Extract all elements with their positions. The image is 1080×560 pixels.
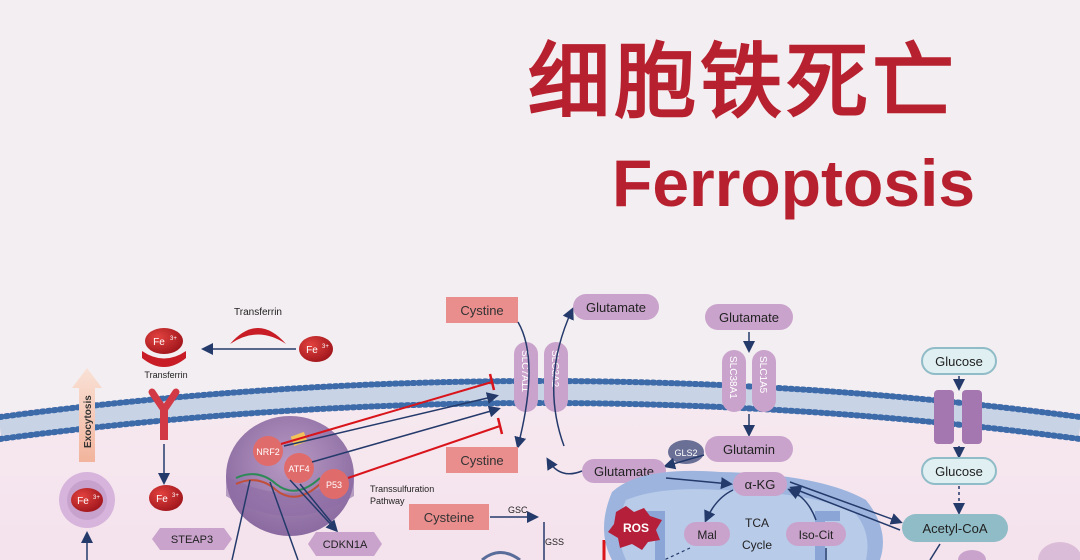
svg-text:SLC1A5: SLC1A5: [757, 356, 768, 394]
exocytosis-arrow: Exocytosis: [72, 368, 102, 462]
transferrin-top-label: Transferrin: [234, 307, 282, 318]
svg-text:Mal: Mal: [697, 528, 716, 542]
svg-text:ATF4: ATF4: [288, 464, 309, 474]
nrf2-node: NRF2: [253, 436, 283, 466]
svg-text:TCA: TCA: [745, 516, 769, 530]
svg-text:ROS: ROS: [623, 521, 649, 535]
akg-box: α-KG: [733, 472, 787, 496]
svg-text:3+: 3+: [170, 336, 177, 342]
gss-label: GSS: [545, 537, 564, 547]
svg-text:α-KG: α-KG: [745, 477, 776, 492]
mal-box: Mal: [684, 522, 730, 546]
svg-text:Cycle: Cycle: [742, 538, 772, 552]
fe3-ion-cytosol: Fe 3+: [149, 485, 183, 511]
cystine-extracellular: Cystine: [446, 297, 518, 323]
svg-text:NRF2: NRF2: [256, 447, 280, 457]
svg-text:3+: 3+: [93, 495, 100, 501]
steap3-box: STEAP3: [152, 528, 232, 550]
cysteine-box: Cysteine: [409, 504, 489, 530]
title-chinese: 细胞铁死亡: [528, 35, 959, 130]
transferrin-receptor-label: Transferrin: [144, 370, 187, 380]
svg-text:Exocytosis: Exocytosis: [83, 395, 94, 448]
svg-text:Fe: Fe: [77, 496, 89, 507]
svg-text:STEAP3: STEAP3: [171, 534, 213, 546]
svg-text:Fe: Fe: [153, 337, 165, 348]
svg-text:Glucose: Glucose: [935, 464, 983, 479]
svg-text:Glutamin: Glutamin: [723, 442, 775, 457]
glucose-transporter: [934, 390, 982, 444]
glutamate-extracellular: Glutamate: [573, 294, 659, 320]
svg-text:Glutamate: Glutamate: [594, 464, 654, 479]
svg-text:Pathway: Pathway: [370, 496, 405, 506]
svg-text:P53: P53: [326, 480, 342, 490]
glutamin-box: Glutamin: [705, 436, 793, 462]
svg-text:Glucose: Glucose: [935, 354, 983, 369]
slc3a2-transporter: SLC3A2: [544, 342, 568, 412]
tca-cycle-label: TCA Cycle: [742, 516, 772, 552]
transferrin-fe3-complex: Fe 3+ Transferrin: [142, 328, 188, 380]
isocit-box: Iso-Cit: [786, 522, 846, 546]
iron-vesicle: Fe 3+: [59, 472, 115, 528]
svg-text:Iso-Cit: Iso-Cit: [799, 528, 834, 542]
svg-text:SLC7A11: SLC7A11: [519, 350, 530, 393]
slc38a1-transporter: SLC38A1: [722, 350, 746, 412]
transsulfuration-label: Transsulfuration Pathway: [370, 484, 434, 506]
cystine-intracellular: Cystine: [446, 447, 518, 473]
svg-text:GLS2: GLS2: [674, 448, 697, 458]
transferrin-top: Transferrin: [230, 307, 286, 344]
svg-text:3+: 3+: [172, 493, 179, 499]
svg-text:SLC38A1: SLC38A1: [727, 356, 738, 399]
title-english: Ferroptosis: [612, 146, 976, 220]
svg-text:CDKN1A: CDKN1A: [323, 539, 368, 551]
glucose-intracellular: Glucose: [921, 457, 997, 485]
slc1a5-transporter: SLC1A5: [752, 350, 776, 412]
gsc-label: GSC: [508, 505, 528, 515]
svg-text:Cystine: Cystine: [460, 303, 503, 318]
acetyl-coa-box: Acetyl-CoA: [902, 514, 1008, 542]
svg-text:Cystine: Cystine: [460, 453, 503, 468]
cdkn1a-box: CDKN1A: [308, 532, 382, 556]
slc7a11-transporter: SLC7A11: [514, 342, 538, 412]
glucose-extracellular: Glucose: [921, 347, 997, 375]
svg-text:Fe: Fe: [156, 494, 168, 505]
transferrin-receptor: [148, 388, 180, 440]
svg-text:Glutamate: Glutamate: [586, 300, 646, 315]
svg-text:Transsulfuration: Transsulfuration: [370, 484, 434, 494]
fe3-ion-extracellular: Fe 3+: [299, 336, 333, 362]
p53-node: P53: [319, 469, 349, 499]
svg-text:Acetyl-CoA: Acetyl-CoA: [922, 521, 987, 536]
svg-text:Cysteine: Cysteine: [424, 510, 475, 525]
atf4-node: ATF4: [284, 453, 314, 483]
ros-burst: ROS: [608, 506, 662, 550]
svg-text:Fe: Fe: [306, 345, 318, 356]
svg-text:Glutamate: Glutamate: [719, 310, 779, 325]
glutamate-right-extracellular: Glutamate: [705, 304, 793, 330]
svg-text:3+: 3+: [322, 344, 329, 350]
